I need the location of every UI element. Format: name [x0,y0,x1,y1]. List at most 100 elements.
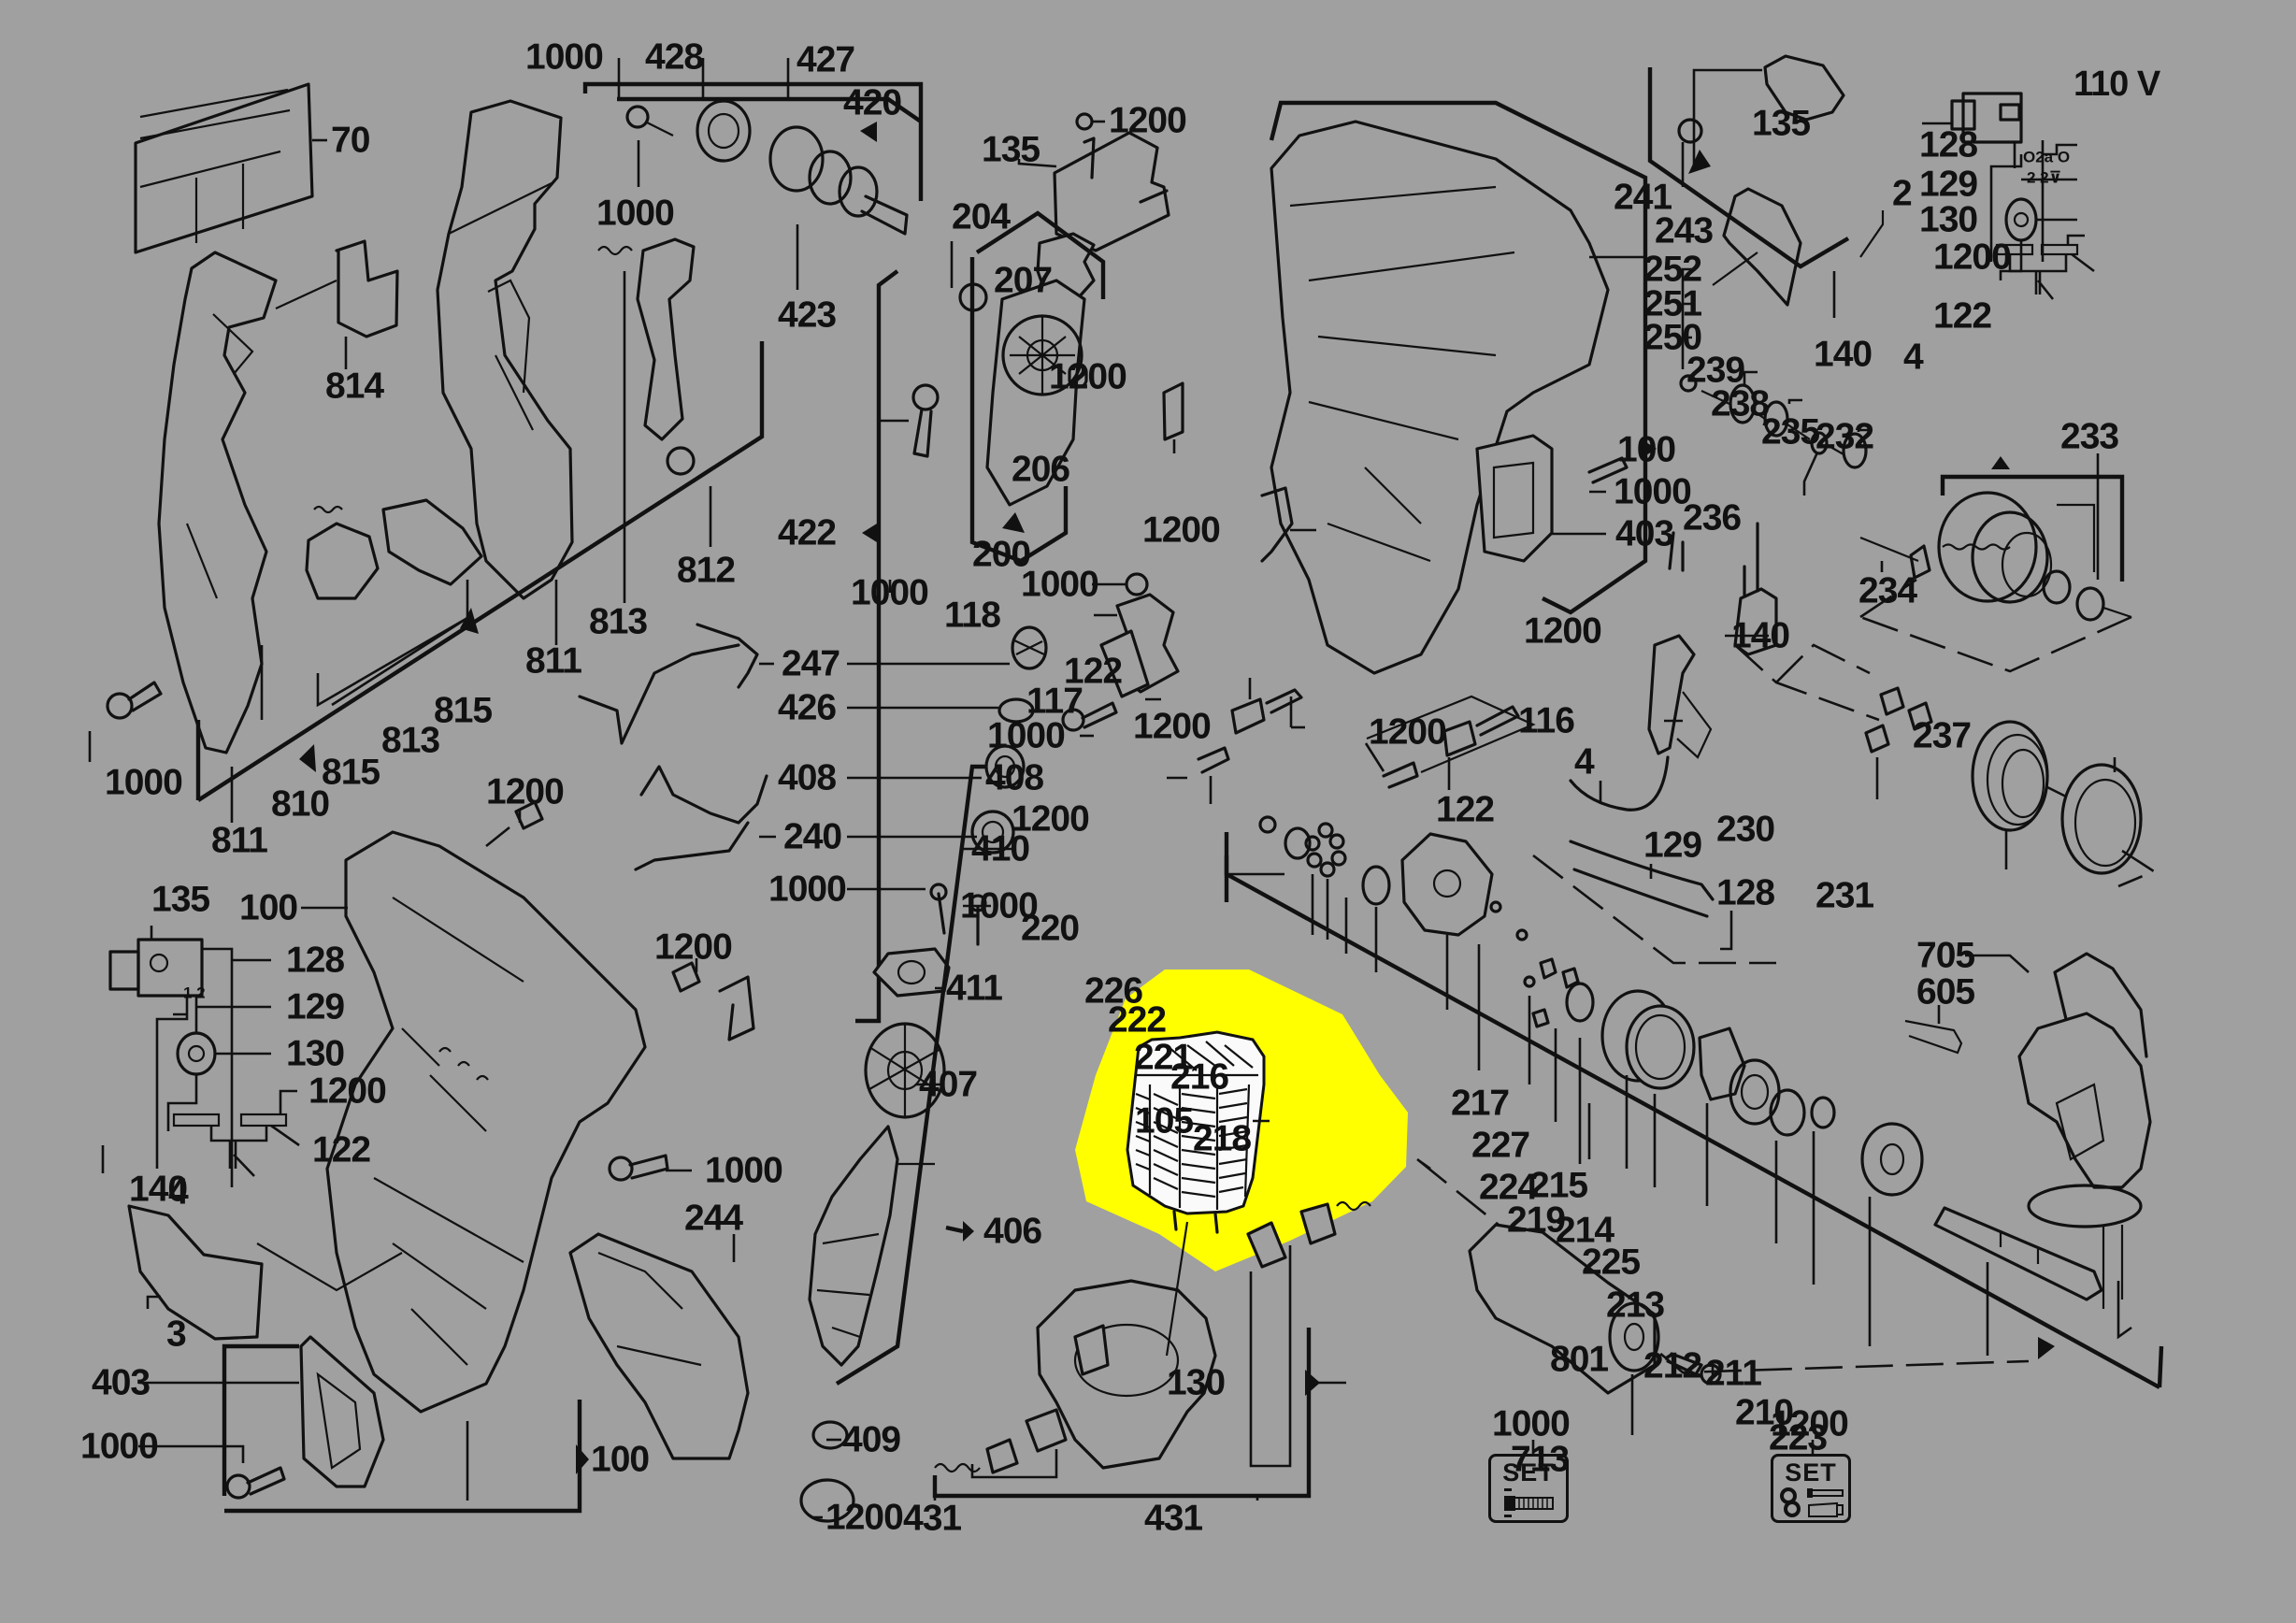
part-label-403[interactable]: 403 [1615,513,1674,554]
part-label-250[interactable]: 250 [1643,317,1702,358]
part-label-811[interactable]: 811 [211,820,268,861]
part-label-230[interactable]: 230 [1716,809,1775,850]
part-label-1200[interactable]: 1200 [1012,798,1090,840]
part-label-224[interactable]: 224 [1479,1167,1538,1208]
part-label-1000[interactable]: 1000 [1614,471,1692,512]
part-label-4[interactable]: 4 [1574,741,1595,783]
part-label-252[interactable]: 252 [1643,249,1702,290]
part-label-1000[interactable]: 1000 [851,572,929,613]
part-label-427[interactable]: 427 [796,39,855,80]
part-label-243[interactable]: 243 [1655,210,1714,251]
part-label-232[interactable]: 232 [1815,416,1874,457]
part-label-605[interactable]: 605 [1916,971,1975,1013]
part-label-407[interactable]: 407 [919,1064,978,1105]
part-label-408[interactable]: 408 [778,757,837,798]
part-label-70[interactable]: 70 [331,120,370,161]
part-label-130[interactable]: 130 [286,1033,345,1074]
part-label-223[interactable]: 223 [1769,1417,1828,1458]
part-label-221[interactable]: 221 [1134,1037,1193,1078]
part-label-813[interactable]: 813 [589,601,648,642]
part-label-211[interactable]: 211 [1705,1353,1762,1394]
part-label-251[interactable]: 251 [1643,283,1702,324]
part-label-410[interactable]: 410 [971,828,1030,869]
part-label-236[interactable]: 236 [1683,497,1742,539]
part-label-220[interactable]: 220 [1021,908,1080,949]
part-label-231[interactable]: 231 [1815,875,1874,916]
part-label-408[interactable]: 408 [985,757,1044,798]
part-label-1200[interactable]: 1200 [1369,711,1447,753]
part-label-200[interactable]: 200 [972,534,1031,575]
part-label-422[interactable]: 422 [778,512,837,553]
part-label-428[interactable]: 428 [645,36,704,78]
part-label-206[interactable]: 206 [1012,449,1070,490]
part-label-122[interactable]: 122 [1436,789,1495,830]
part-label-810[interactable]: 810 [271,783,330,825]
part-label-100[interactable]: 100 [591,1439,650,1480]
part-label-214[interactable]: 214 [1556,1210,1614,1251]
part-label-423[interactable]: 423 [778,294,837,336]
part-label-4[interactable]: 4 [168,1171,189,1213]
part-label-215[interactable]: 215 [1529,1165,1588,1206]
part-label-814[interactable]: 814 [325,366,384,407]
part-label-1200[interactable]: 1200 [1771,1403,1849,1444]
part-label-225[interactable]: 225 [1582,1242,1641,1283]
part-label-1200[interactable]: 1200 [309,1070,387,1112]
part-label-244[interactable]: 244 [684,1198,743,1239]
part-label-130[interactable]: 130 [1919,199,1978,240]
part-label-216[interactable]: 216 [1170,1056,1229,1098]
part-label-122[interactable]: 122 [1933,295,1992,337]
part-label-1200[interactable]: 1200 [486,771,565,812]
part-label-222[interactable]: 222 [1108,999,1167,1041]
part-label-105-highlighted[interactable]: 105 [1135,1100,1194,1142]
part-label-234[interactable]: 234 [1858,570,1917,611]
part-label-1000[interactable]: 1000 [80,1426,159,1467]
part-label-4[interactable]: 4 [1903,337,1924,378]
part-label-140[interactable]: 140 [1731,615,1790,656]
part-label-1000[interactable]: 1000 [525,36,604,78]
part-label-239[interactable]: 239 [1686,350,1745,391]
part-label-130[interactable]: 130 [1167,1362,1226,1403]
part-label-1200[interactable]: 1200 [1049,356,1127,397]
part-label-403[interactable]: 403 [92,1362,151,1403]
part-label-431[interactable]: 431 [1144,1498,1203,1539]
part-label-815[interactable]: 815 [434,690,493,731]
part-label-118[interactable]: 118 [944,595,1001,636]
part-label-227[interactable]: 227 [1471,1125,1530,1166]
part-label-813[interactable]: 813 [381,720,440,761]
part-label-1000[interactable]: 1000 [596,193,675,234]
part-label-705[interactable]: 705 [1916,935,1975,976]
part-label-426[interactable]: 426 [778,687,837,728]
part-label-135[interactable]: 135 [982,129,1040,170]
part-label-1200[interactable]: 1200 [654,926,733,968]
part-label-420[interactable]: 420 [843,82,902,123]
part-label-1200[interactable]: 1200 [825,1497,904,1538]
part-label-1200[interactable]: 1200 [1133,706,1212,747]
part-label-1000[interactable]: 1000 [987,715,1066,756]
part-label-213[interactable]: 213 [1606,1285,1665,1326]
part-label-238[interactable]: 238 [1711,383,1770,424]
part-label-1200[interactable]: 1200 [1524,610,1602,652]
seal-grease-set-1200[interactable]: SET [1771,1454,1851,1523]
part-label-713[interactable]: 713 [1511,1439,1570,1480]
part-label-1200[interactable]: 1200 [1109,100,1187,141]
part-label-122[interactable]: 122 [1064,651,1123,692]
part-label-135[interactable]: 135 [151,879,210,920]
part-label-3[interactable]: 3 [166,1314,187,1355]
part-label-129[interactable]: 129 [1919,164,1978,205]
part-label-122[interactable]: 122 [312,1129,371,1171]
part-label-1000[interactable]: 1000 [705,1150,783,1191]
part-label-409[interactable]: 409 [842,1419,901,1460]
part-label-1000[interactable]: 1000 [105,762,183,803]
part-label-233[interactable]: 233 [2060,416,2119,457]
part-label-218[interactable]: 218 [1193,1118,1252,1159]
part-label-801[interactable]: 801 [1550,1339,1609,1380]
part-label-116[interactable]: 116 [1518,700,1575,741]
part-label-217[interactable]: 217 [1451,1083,1510,1124]
part-label-812[interactable]: 812 [677,550,736,591]
part-label-210[interactable]: 210 [1735,1392,1794,1433]
part-label-212[interactable]: 212 [1643,1345,1702,1386]
part-label-100[interactable]: 100 [1617,429,1676,470]
part-label-226[interactable]: 226 [1084,970,1143,1012]
part-label-247[interactable]: 247 [782,643,840,684]
part-label-1000[interactable]: 1000 [960,885,1039,926]
